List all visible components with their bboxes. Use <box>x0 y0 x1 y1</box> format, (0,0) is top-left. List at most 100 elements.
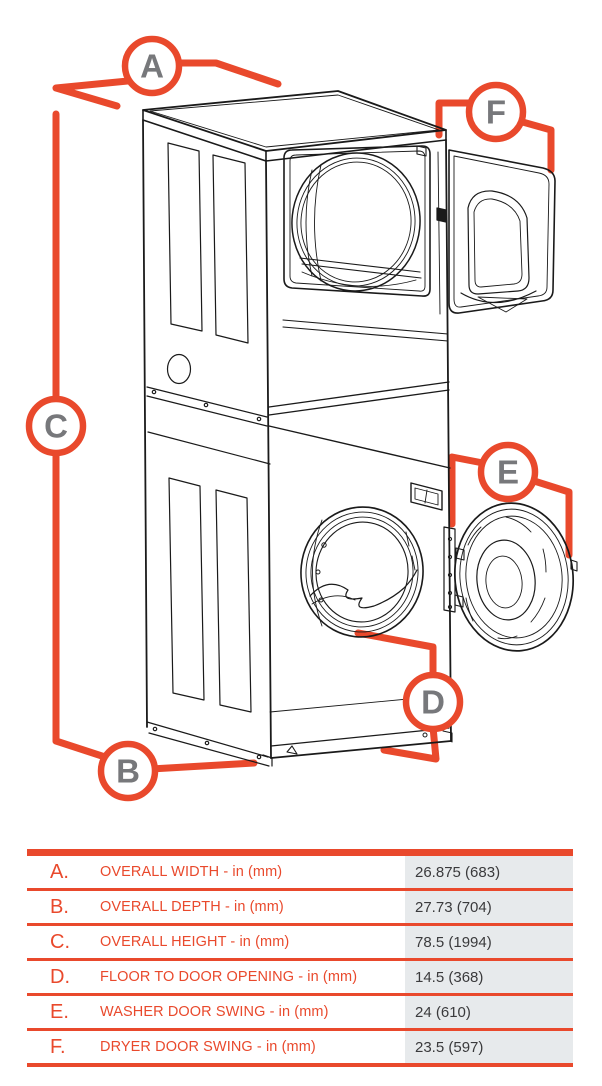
row-label: OVERALL DEPTH - in (mm) <box>100 899 284 915</box>
dryer-bottom-edge <box>268 381 450 416</box>
washer-door-latch <box>570 559 578 572</box>
screw <box>151 389 157 395</box>
row-value: 27.73 (704) <box>405 891 573 923</box>
callout-a: A <box>121 35 183 97</box>
stacked-washer-dryer-diagram: A F C E D B <box>25 35 578 802</box>
side-recess-panel <box>168 477 205 701</box>
washer-door-glass-bowl <box>485 555 523 609</box>
dryer-hinge-edge <box>437 151 441 315</box>
washer-handle <box>410 482 443 511</box>
washer-hinge-strip <box>443 526 456 613</box>
screw <box>256 754 262 760</box>
dim-line-d-top <box>354 629 437 683</box>
dim-line-e-left <box>448 453 487 528</box>
washer-door-hinge-tabs <box>454 547 465 608</box>
row-label: FLOOR TO DOOR OPENING - in (mm) <box>100 969 358 985</box>
dryer-front-seam <box>282 319 449 342</box>
base-rail <box>146 721 270 767</box>
hinge-screw <box>447 572 453 578</box>
screw <box>204 740 210 746</box>
screw <box>152 726 158 732</box>
screw <box>203 402 209 408</box>
washer-base-strip <box>270 727 450 747</box>
dimension-spec-table: A. OVERALL WIDTH - in (mm) 26.875 (683) … <box>27 849 573 1067</box>
table-top-bar <box>27 849 573 856</box>
spec-row: E. WASHER DOOR SWING - in (mm) 24 (610) <box>27 996 573 1031</box>
dryer-door-opening-inner <box>289 150 426 292</box>
washer-door-opening <box>300 506 424 638</box>
callout-d: D <box>402 671 464 733</box>
dryer-door-hinge <box>436 207 447 223</box>
spec-table-rows: A. OVERALL WIDTH - in (mm) 26.875 (683) … <box>27 856 573 1063</box>
side-recess-panel <box>215 489 252 713</box>
callout-f: F <box>465 81 527 143</box>
dryer-lint-shelf <box>299 257 422 279</box>
dryer-unit <box>268 145 450 416</box>
callout-e-badge <box>477 441 539 503</box>
dim-line-f-left <box>435 99 474 139</box>
side-recess-panel <box>212 154 249 344</box>
callout-d-badge <box>402 671 464 733</box>
spec-row: B. OVERALL DEPTH - in (mm) 27.73 (704) <box>27 891 573 926</box>
spec-row: F. DRYER DOOR SWING - in (mm) 23.5 (597) <box>27 1031 573 1063</box>
hinge-screw <box>447 554 453 560</box>
spec-row: A. OVERALL WIDTH - in (mm) 26.875 (683) <box>27 856 573 891</box>
washer-door-opening <box>315 521 409 623</box>
screw <box>256 416 262 422</box>
washer-door-rim <box>453 502 575 652</box>
washer-slant-top <box>268 425 451 469</box>
row-letter: F. <box>50 1036 66 1058</box>
dim-line-a-right <box>173 59 282 88</box>
row-value: 78.5 (1994) <box>405 926 573 958</box>
row-value: 23.5 (597) <box>405 1031 573 1063</box>
row-label: DRYER DOOR SWING - in (mm) <box>100 1039 316 1055</box>
dim-line-b-right <box>147 759 258 773</box>
washer-door-facets <box>465 516 547 640</box>
row-value: 26.875 (683) <box>405 856 573 888</box>
cabinet-top-seam <box>149 94 440 148</box>
callout-b: B <box>97 740 159 802</box>
callout-b-badge <box>97 740 159 802</box>
cabinet-top-face <box>142 90 447 152</box>
callout-f-letter: F <box>486 94 506 131</box>
callout-b-letter: B <box>116 753 140 790</box>
dryer-door-opening <box>283 145 431 297</box>
cabinet-near-edge <box>265 160 272 759</box>
row-label: OVERALL HEIGHT - in (mm) <box>100 934 290 950</box>
washer-bottom-edge <box>270 740 452 759</box>
front-right-foot <box>442 730 453 743</box>
drum-hole <box>318 597 324 603</box>
row-letter: C. <box>50 931 70 953</box>
row-letter: A. <box>50 861 69 883</box>
cabinet-left-edge <box>142 119 148 728</box>
dim-line-a-left <box>52 77 132 110</box>
dim-line-f-right <box>515 117 555 174</box>
dryer-door-panel <box>448 149 556 314</box>
dimension-lines <box>52 59 573 773</box>
dryer-drum-depth-arcs <box>305 164 322 282</box>
washer-gasket-fold <box>311 595 356 605</box>
leveling-foot-mark <box>286 745 298 755</box>
drum-hole <box>315 569 321 575</box>
machine-line-art <box>142 90 578 767</box>
washer-gasket-fold <box>309 569 418 609</box>
washer-handle-inner <box>414 487 439 506</box>
drum-hole <box>321 542 327 548</box>
dryer-drum-rim <box>300 161 412 283</box>
dryer-drum-rim <box>296 157 416 287</box>
dim-line-e-right <box>527 476 573 559</box>
dryer-door-scoop <box>460 290 537 304</box>
dryer-door-recess-inner <box>473 198 523 288</box>
row-letter: B. <box>50 896 69 918</box>
washer-door-rim <box>459 508 569 646</box>
callout-d-letter: D <box>421 684 445 721</box>
dryer-door-scoop-fold <box>477 296 528 313</box>
dryer-door-panel-inner <box>453 155 550 308</box>
callout-c-letter: C <box>44 408 68 445</box>
row-label: OVERALL WIDTH - in (mm) <box>100 864 283 880</box>
hinge-screw <box>447 536 453 542</box>
dryer-door-open <box>448 149 556 314</box>
callout-c-badge <box>25 395 87 457</box>
washer-door-glass-bowl <box>476 539 536 621</box>
washer-door-rim <box>465 515 563 639</box>
